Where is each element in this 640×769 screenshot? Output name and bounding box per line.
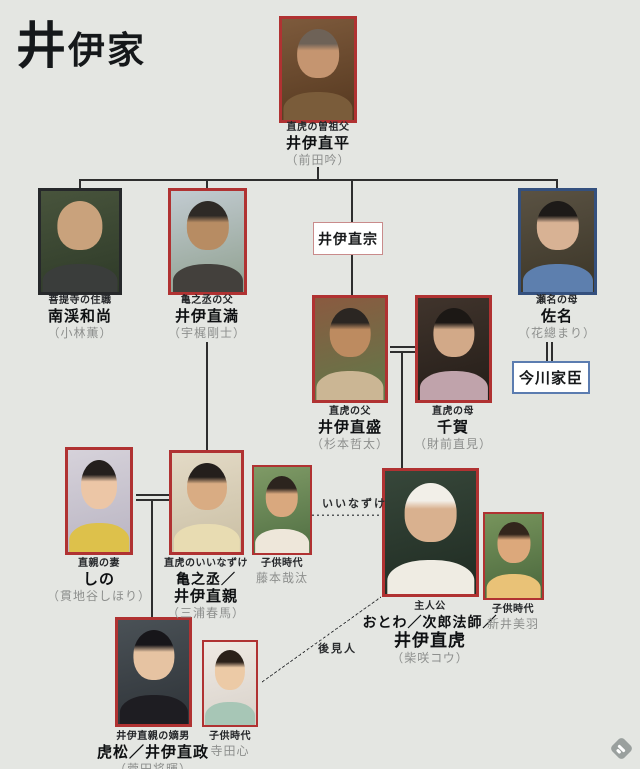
name-shino: しの (82, 571, 115, 588)
label-naomasa-child: 子供時代 寺田心 (135, 731, 325, 758)
label-ii-naomitsu: 亀之丞の父 井伊直満 （宇梶剛士） (112, 295, 302, 340)
actor-ii-naohira: （前田吟） (285, 153, 351, 167)
caption-ii-naomori: 直虎の父 (329, 406, 371, 417)
actor-shino: （貫地谷しほり） (46, 589, 151, 603)
label-ii-naochika: 直虎のいいなずけ 亀之丞／ 井伊直親 （三浦春馬） (111, 558, 301, 620)
caption-ii-naotora: 主人公 (414, 601, 446, 612)
actor-ii-naomitsu: （宇梶剛士） (167, 326, 246, 340)
caption-nankei: 菩提寺の住職 (48, 295, 112, 306)
actor-ii-naomori: （杉本哲太） (310, 437, 389, 451)
page-title-rest: 伊家 (68, 31, 146, 72)
box-imagawa-retainer: 今川家臣 (512, 361, 590, 394)
photo-naomasa-child (202, 640, 258, 727)
caption-ii-naomitsu: 亀之丞の父 (180, 295, 234, 306)
guardian-label: 後見人 (318, 643, 357, 655)
actor-naotora-child: 新井美羽 (486, 617, 539, 631)
actor-naomasa-child: 寺田心 (210, 744, 250, 758)
photo-ii-naochika (169, 450, 244, 555)
label-naotora-child: 子供時代 新井美羽 (418, 604, 608, 631)
photo-ii-naomasa (115, 617, 192, 727)
label-ii-naomori: 直虎の父 井伊直盛 （杉本哲太） (255, 406, 445, 451)
caption-ii-naochika: 直虎のいいなずけ (164, 558, 248, 569)
name-sana: 佐名 (540, 308, 573, 325)
label-chika: 直虎の母 千賀 （財前直見） (358, 406, 548, 451)
actor-ii-naochika: （三浦春馬） (166, 606, 245, 620)
box-ii-naomune: 井伊直宗 (313, 222, 383, 255)
photo-chika (415, 295, 492, 403)
box-imagawa-retainer-label: 今川家臣 (518, 370, 583, 387)
label-naochika-child: 子供時代 藤本哉汰 (187, 558, 377, 585)
caption-naotora-child: 子供時代 (492, 604, 534, 615)
photo-shino (65, 447, 133, 555)
label-ii-naotora: 主人公 おとわ／次郎法師／ 井伊直虎 （柴咲コウ） (335, 601, 525, 665)
actor-ii-naotora: （柴咲コウ） (391, 651, 469, 665)
caption-sana: 瀬名の母 (536, 295, 578, 306)
label-sana: 瀬名の母 佐名 （花總まり） (462, 295, 640, 340)
caption-naomasa-child: 子供時代 (209, 731, 251, 742)
name-ii-naotora-1: おとわ／次郎法師／ (362, 614, 498, 630)
line-guardian (261, 596, 382, 683)
photo-nankei (38, 188, 122, 295)
page-title: 井伊家 (16, 6, 146, 78)
caption-ii-naomasa: 井伊直親の嫡男 (116, 731, 190, 742)
photo-ii-naomori (312, 295, 388, 403)
name-nankei: 南渓和尚 (47, 308, 112, 325)
photo-sana (518, 188, 597, 295)
label-ii-naohira: 直虎の曽祖父 井伊直平 （前田吟） (223, 122, 413, 167)
page-title-first-char: 井 (16, 18, 68, 74)
name-ii-naohira: 井伊直平 (285, 135, 350, 152)
name-ii-naochika-2: 井伊直親 (173, 588, 238, 605)
name-chika: 千賀 (436, 419, 469, 436)
caption-naochika-child: 子供時代 (261, 558, 303, 569)
actor-nankei: （小林薫） (47, 326, 113, 340)
caption-ii-naohira: 直虎の曽祖父 (286, 122, 350, 133)
photo-naotora-child (483, 512, 544, 600)
name-ii-naomasa: 虎松／井伊直政 (96, 744, 209, 761)
label-nankei: 菩提寺の住職 南渓和尚 （小林薫） (0, 295, 175, 340)
photo-ii-naotora (382, 468, 479, 597)
label-ii-naomasa: 井伊直親の嫡男 虎松／井伊直政 （菅田将暉） (58, 732, 248, 769)
actor-ii-naomasa: （菅田将暉） (113, 762, 192, 769)
name-ii-naotora-2: 井伊直虎 (394, 631, 466, 650)
actor-chika: （財前直見） (413, 437, 492, 451)
actor-sana: （花總まり） (517, 326, 596, 340)
photo-ii-naomitsu (168, 188, 247, 295)
name-ii-naomitsu: 井伊直満 (174, 308, 239, 325)
box-ii-naomune-label: 井伊直宗 (318, 230, 378, 247)
name-ii-naochika-1: 亀之丞／ (176, 571, 236, 587)
photo-ii-naohira (279, 16, 357, 123)
caption-shino: 直親の妻 (78, 558, 120, 569)
name-ii-naomori: 井伊直盛 (317, 419, 382, 436)
label-shino: 直親の妻 しの （貫地谷しほり） (4, 558, 194, 603)
fiancee-label: いいなずけ (322, 498, 387, 510)
caption-chika: 直虎の母 (432, 406, 474, 417)
actor-naochika-child: 藤本哉汰 (255, 571, 308, 585)
photo-naochika-child (252, 465, 312, 555)
